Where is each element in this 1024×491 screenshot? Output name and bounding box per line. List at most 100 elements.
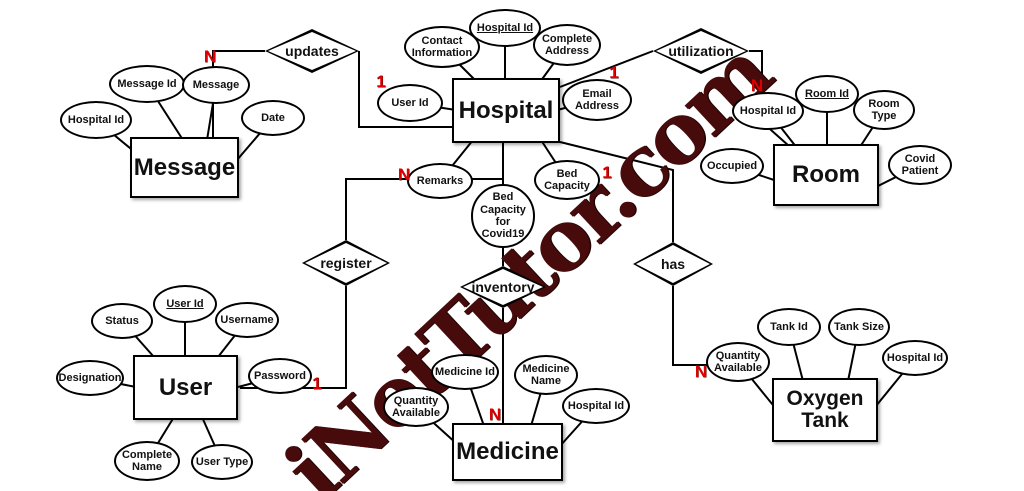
attribute-user-complete-name: Complete Name [114,441,180,481]
relationship-has: has [633,242,713,286]
relationship-label: inventory [471,279,535,295]
relationship-label: utilization [668,43,734,59]
entity-user: User [133,355,238,420]
attribute-user-user-type: User Type [191,444,253,480]
entity-room: Room [773,144,879,206]
attribute-label: Hospital Id [739,104,797,117]
cardinality-label: 1 [376,72,386,91]
attribute-hospital-contact-information: Contact Information [404,26,480,68]
attribute-label: Remarks [416,174,464,187]
attribute-label: Room Type [868,97,900,122]
attribute-medicine-medicine-name: Medicine Name [514,355,578,395]
attribute-label: Date [261,111,285,124]
attribute-hospital-complete-address: Complete Address [533,24,601,66]
connector-line [559,50,654,88]
attribute-label: Tank Id [770,320,808,333]
attribute-medicine-medicine-id: Medicine Id [431,354,499,390]
attribute-tank-tank-size: Tank Size [828,308,890,346]
attribute-label: Hospital Id [476,21,534,34]
attribute-label: Medicine Id [435,365,495,378]
attribute-label: Tank Size [834,320,884,333]
relationship-utilization: utilization [653,28,749,74]
attribute-user-designation: Designation [56,360,124,396]
attribute-user-status: Status [91,303,153,339]
cardinality-label: 1 [602,163,612,182]
attribute-label: Room Id [805,87,849,100]
entity-oxygen-tank: Oxygen Tank [772,378,878,442]
relationship-updates: updates [265,29,359,73]
attribute-hospital-hospital-id: Hospital Id [469,9,541,47]
relationship-label: has [660,256,686,272]
attribute-tank-quantity-available: Quantity Available [706,342,770,382]
attribute-room-occupied: Occupied [700,148,764,184]
attribute-room-room-id: Room Id [795,75,859,113]
connector-line [559,141,674,242]
attribute-label: Bed Capacity for Covid19 [480,191,526,241]
relationship-inventory: inventory [460,266,546,308]
entity-label: Hospital [458,96,554,124]
entity-label: User [158,373,213,401]
cardinality-label: N [397,165,411,184]
attribute-label: Hospital Id [67,113,125,126]
attribute-label: Message [192,78,240,91]
attribute-label: User Type [195,455,249,468]
cardinality-label: 1 [609,63,619,82]
attribute-label: Complete Address [541,32,593,57]
attribute-hospital-bed-capacity: Bed Capacity [534,160,600,200]
connector-line [212,50,265,140]
attribute-label: Quantity Available [714,349,762,374]
entity-hospital: Hospital [452,78,560,143]
attribute-user-user-id: User Id [153,285,217,323]
attribute-label: Bed Capacity [544,167,590,192]
attribute-label: Medicine Name [522,362,570,387]
cardinality-label: N [488,405,502,424]
attribute-room-room-type: Room Type [853,90,915,130]
relationship-register: register [302,240,390,286]
cardinality-label: N [203,47,217,66]
entity-label: Room [792,161,860,189]
attribute-hospital-email-address: Email Address [562,79,632,121]
attribute-room-hospital-id: Hospital Id [732,92,804,130]
attribute-user-username: Username [215,302,279,338]
attribute-label: Occupied [706,159,758,172]
attribute-room-covid-patient: Covid Patient [888,145,952,185]
connector-line [358,51,453,128]
attribute-tank-hospital-id: Hospital Id [882,340,948,376]
attribute-label: Message Id [117,77,177,90]
attribute-label: Contact Information [411,34,473,59]
attribute-label: Designation [58,371,122,384]
attribute-tank-tank-id: Tank Id [757,308,821,346]
cardinality-label: 1 [312,374,322,393]
attribute-label: Status [105,314,139,327]
relationship-label: register [320,255,372,271]
attribute-message-message-id: Message Id [109,65,185,103]
attribute-label: User Id [391,96,429,109]
entity-medicine: Medicine [452,423,563,481]
entity-label: Medicine [456,438,559,466]
attribute-message-hospital-id: Hospital Id [60,101,132,139]
attribute-label: Email Address [574,87,620,112]
relationship-label: updates [285,43,339,59]
attribute-hospital-remarks: Remarks [407,163,473,199]
attribute-message-message: Message [182,66,250,104]
attribute-medicine-quantity-available: Quantity Available [383,387,449,427]
cardinality-label: N [750,76,764,95]
attribute-label: Quantity Available [392,394,440,419]
entity-message: Message [130,137,239,198]
attribute-label: Password [254,369,306,382]
attribute-label: User Id [166,297,204,310]
attribute-hospital-bed-capacity-covid19: Bed Capacity for Covid19 [471,184,535,248]
entity-label: Oxygen Tank [786,386,864,432]
attribute-label: Hospital Id [886,351,944,364]
attribute-label: Covid Patient [901,152,939,177]
cardinality-label: N [694,362,708,381]
attribute-message-date: Date [241,100,305,136]
attribute-label: Hospital Id [567,399,625,412]
connector-line [749,50,790,147]
attribute-hospital-user-id: User Id [377,84,443,122]
attribute-label: Complete Name [121,448,173,473]
attribute-medicine-hospital-id: Hospital Id [562,388,630,424]
attribute-user-password: Password [248,358,312,394]
entity-label: Message [133,153,236,181]
